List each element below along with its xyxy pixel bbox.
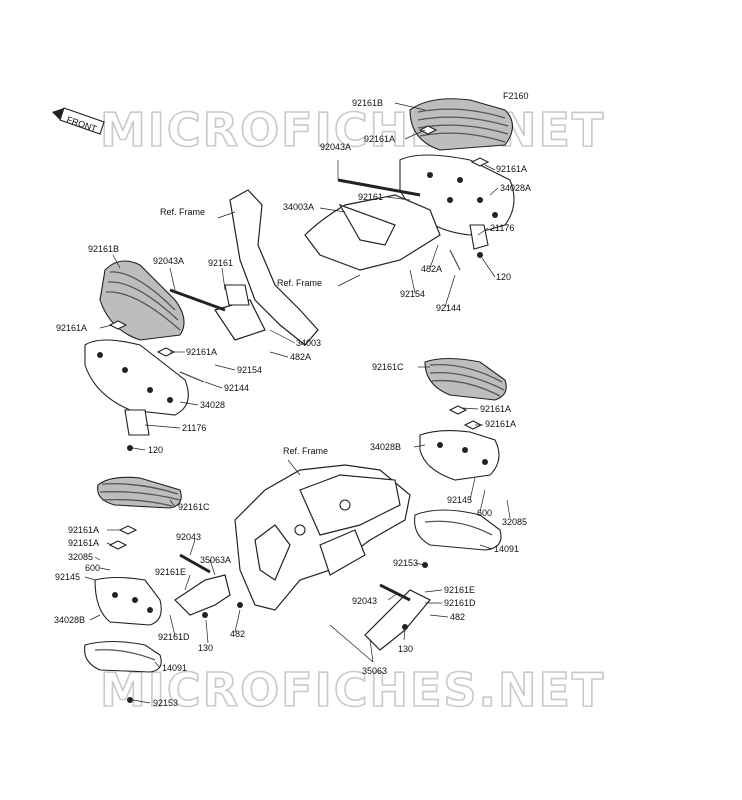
label-92161c-right: 92161C — [372, 362, 404, 372]
label-92161e-right: 92161E — [444, 585, 475, 595]
label-21176-left: 21176 — [182, 423, 206, 433]
label-92161-left: 92161 — [208, 258, 233, 268]
watermark-bottom: MICROFICHES.NET — [100, 663, 605, 717]
label-32085-right: 32085 — [502, 517, 527, 527]
label-92161a-top: 92161A — [364, 134, 395, 144]
label-32085-left: 32085 — [68, 552, 93, 562]
label-130-left: 130 — [198, 643, 213, 653]
rear-right-bracket — [304, 178, 489, 271]
label-14091-right: 14091 — [494, 544, 519, 554]
center-frame — [234, 464, 411, 611]
label-130-right: 130 — [398, 644, 413, 654]
label-35063a: 35063A — [200, 555, 231, 565]
watermark-top: MICROFICHES.NET — [100, 103, 605, 157]
label-482a-top: 482A — [421, 264, 442, 274]
label-92144-left: 92144 — [224, 383, 249, 393]
label-92161a-tr: 92161A — [496, 164, 527, 174]
label-92145-left: 92145 — [55, 572, 80, 582]
label-34003: 34003 — [296, 338, 321, 348]
label-120-left: 120 — [148, 445, 163, 455]
label-92043a-top: 92043A — [320, 142, 351, 152]
label-92161b-top: 92161B — [352, 98, 383, 108]
label-34028a: 34028A — [500, 183, 531, 193]
label-92153-right: 92153 — [393, 558, 418, 568]
label-92161a-bl2: 92161A — [68, 538, 99, 548]
label-92161a-r2: 92161A — [485, 419, 516, 429]
label-92043-right: 92043 — [352, 596, 377, 606]
front-arrow-icon: FRONT — [52, 107, 105, 135]
front-right-floorboard — [414, 357, 507, 568]
label-14091-left: 14091 — [162, 663, 187, 673]
label-92154-left: 92154 — [237, 365, 262, 375]
label-34028: 34028 — [200, 400, 225, 410]
label-482-right: 482 — [450, 612, 465, 622]
label-ref-frame-mid: Ref. Frame — [277, 278, 322, 288]
label-482a-left: 482A — [290, 352, 311, 362]
label-92144-top: 92144 — [436, 303, 461, 313]
label-120-tr: 120 — [496, 272, 511, 282]
label-34028b-right: 34028B — [370, 442, 401, 452]
front-left-step — [174, 553, 243, 618]
leader-lines — [84, 102, 511, 704]
label-92145-right: 92145 — [447, 495, 472, 505]
label-92043a-left: 92043A — [153, 256, 184, 266]
label-92161b-left: 92161B — [88, 244, 119, 254]
rear-left-bracket — [169, 189, 319, 383]
label-482-left: 482 — [230, 629, 245, 639]
label-92161a-left2: 92161A — [186, 347, 217, 357]
label-600-right: 600 — [477, 508, 492, 518]
label-600-left: 600 — [85, 563, 100, 573]
label-92154-top: 92154 — [400, 289, 425, 299]
label-ref-frame-center: Ref. Frame — [283, 446, 328, 456]
label-92161-top: 92161 — [358, 192, 383, 202]
label-92161a-bl1: 92161A — [68, 525, 99, 535]
label-34028b-left: 34028B — [54, 615, 85, 625]
label-35063-right: 35063 — [362, 666, 387, 676]
diagram-code: F2160 — [503, 91, 529, 101]
rear-right-floorboard — [399, 98, 515, 236]
rear-left-floorboard — [84, 260, 189, 451]
label-21176-tr: 21176 — [490, 223, 514, 233]
label-ref-frame-upper: Ref. Frame — [160, 207, 205, 217]
label-92161a-left: 92161A — [56, 323, 87, 333]
label-34003a: 34003A — [283, 202, 314, 212]
label-92161d-right: 92161D — [444, 598, 476, 608]
label-92161c-left: 92161C — [178, 502, 210, 512]
front-left-floorboard — [84, 476, 182, 703]
label-92161d-left: 92161D — [158, 632, 190, 642]
label-92161e-left: 92161E — [155, 567, 186, 577]
label-92161a-r1: 92161A — [480, 404, 511, 414]
front-right-step — [364, 583, 431, 651]
label-92043-left: 92043 — [176, 532, 201, 542]
label-92153-left: 92153 — [153, 698, 178, 708]
